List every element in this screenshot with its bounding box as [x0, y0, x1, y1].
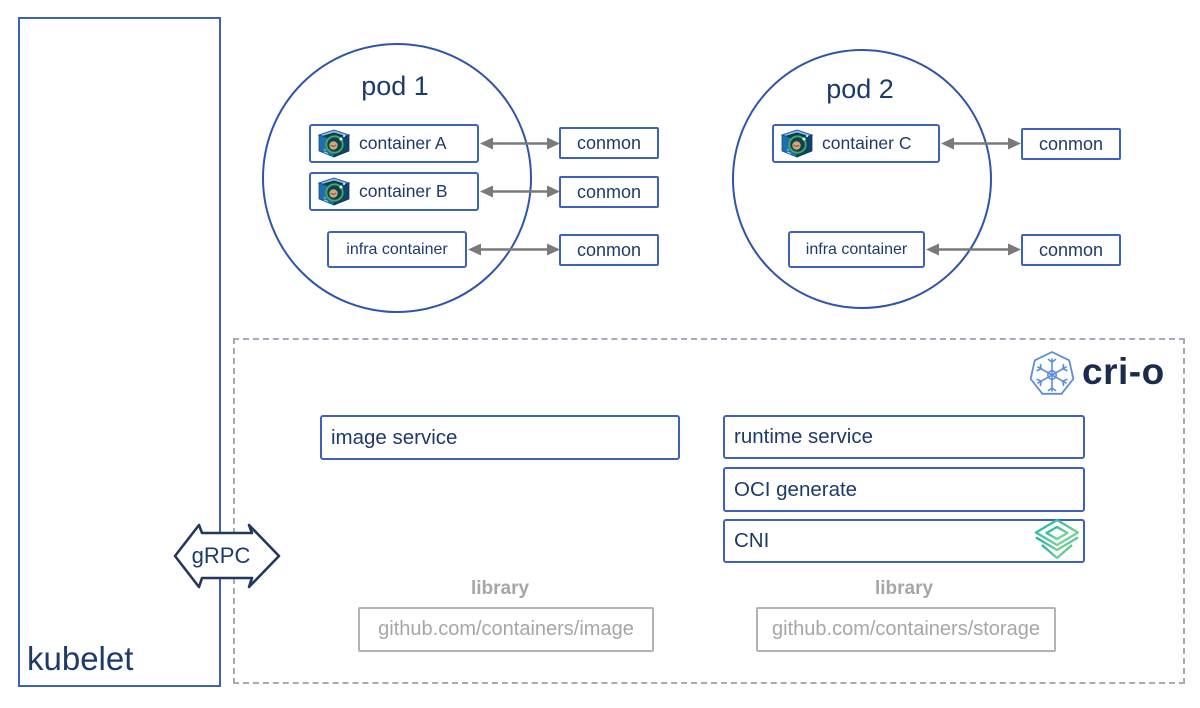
container-a-box: container A	[309, 124, 479, 163]
container-cube-icon	[781, 129, 813, 158]
pod2-infra-container-label: infra container	[805, 240, 908, 258]
conmon-box: conmon	[559, 176, 659, 208]
container-b-label: container B	[359, 181, 448, 201]
pod2-title: pod 2	[826, 74, 894, 104]
conmon-label: conmon	[576, 239, 642, 260]
runtime-service-box: runtime service	[723, 415, 1085, 459]
crio-logo-text: cri-o	[1082, 351, 1165, 392]
library-heading: library	[470, 578, 530, 599]
conmon-label: conmon	[1038, 239, 1104, 260]
container-cube-icon	[318, 129, 350, 158]
conmon-box: conmon	[559, 234, 659, 266]
containers-storage-library-box: github.com/containers/storage	[756, 607, 1056, 652]
containers-image-library-box: github.com/containers/image	[358, 607, 654, 652]
container-cube-icon	[318, 177, 350, 206]
bidirectional-arrow	[480, 137, 560, 150]
kubelet-label: kubelet	[27, 640, 134, 677]
container-c-box: container C	[772, 124, 940, 163]
cni-isometric-cube-icon	[1034, 518, 1080, 560]
image-service-label: image service	[331, 425, 458, 449]
cni-box: CNI	[723, 519, 1085, 563]
pod1-infra-container-label: infra container	[346, 240, 448, 258]
conmon-label: conmon	[576, 181, 642, 202]
conmon-box: conmon	[1021, 234, 1121, 266]
containers-storage-library-label: github.com/containers/storage	[772, 618, 1040, 640]
pod1-circle	[262, 43, 532, 313]
cni-label: CNI	[734, 529, 770, 552]
bidirectional-arrow	[926, 243, 1021, 256]
conmon-box: conmon	[559, 127, 659, 159]
crio-heptagon-snowflake-icon	[1029, 351, 1075, 395]
image-service-box: image service	[320, 415, 680, 460]
pod1-infra-container-box: infra container	[327, 231, 467, 268]
container-b-box: container B	[309, 172, 479, 211]
container-a-label: container A	[359, 133, 447, 153]
bidirectional-arrow	[480, 185, 560, 198]
conmon-label: conmon	[1038, 133, 1104, 154]
pod1-title: pod 1	[361, 71, 429, 101]
pod2-circle	[732, 49, 992, 309]
pod2-infra-container-box: infra container	[788, 231, 925, 268]
crio-dashed-region	[233, 338, 1185, 684]
bidirectional-arrow	[941, 137, 1021, 150]
conmon-label: conmon	[576, 132, 642, 153]
runtime-service-label: runtime service	[734, 425, 873, 448]
oci-generate-box: OCI generate	[723, 467, 1085, 512]
oci-generate-label: OCI generate	[734, 477, 858, 501]
bidirectional-arrow	[468, 243, 560, 256]
containers-image-library-label: github.com/containers/image	[378, 618, 634, 640]
grpc-double-arrow	[173, 523, 281, 589]
kubelet-box	[18, 17, 221, 687]
grpc-label: gRPC	[191, 543, 251, 568]
conmon-box: conmon	[1021, 128, 1121, 160]
library-heading: library	[874, 578, 934, 599]
container-c-label: container C	[822, 133, 912, 153]
